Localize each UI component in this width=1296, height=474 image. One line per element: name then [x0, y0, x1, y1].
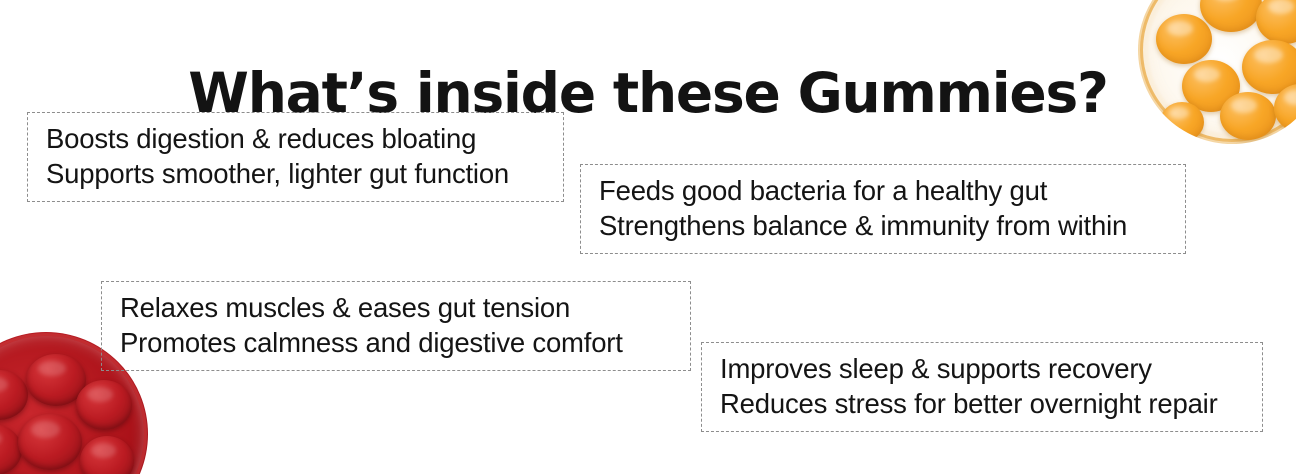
benefit-box-digestion: Boosts digestion & reduces bloating Supp… [27, 112, 564, 202]
gummy-piece [1242, 40, 1296, 94]
gummy-piece [1160, 102, 1204, 142]
benefit-line-secondary: Supports smoother, lighter gut function [46, 158, 510, 189]
gummy-piece [1156, 14, 1212, 64]
gummy-piece [1220, 92, 1276, 140]
benefit-line-secondary: Reduces stress for better overnight repa… [720, 388, 1218, 419]
gummy-piece [1274, 84, 1296, 132]
benefit-box-gut-bacteria: Feeds good bacteria for a healthy gut St… [580, 164, 1186, 254]
benefit-line-primary: Improves sleep & supports recovery [720, 353, 1152, 384]
benefit-line-primary: Feeds good bacteria for a healthy gut [599, 175, 1048, 206]
page-title: What’s inside these Gummies? [188, 60, 1109, 125]
benefit-box-relaxation: Relaxes muscles & eases gut tension Prom… [101, 281, 691, 371]
gummy-piece [18, 414, 82, 470]
gummy-piece [80, 436, 134, 474]
benefit-line-primary: Relaxes muscles & eases gut tension [120, 292, 571, 323]
gummy-piece [76, 380, 132, 430]
bowl-rim [1140, 0, 1296, 142]
gummy-piece [26, 354, 86, 406]
gummy-piece [0, 424, 22, 474]
benefit-line-secondary: Strengthens balance & immunity from with… [599, 210, 1128, 241]
benefit-box-sleep: Improves sleep & supports recovery Reduc… [701, 342, 1263, 432]
benefit-line-secondary: Promotes calmness and digestive comfort [120, 327, 623, 358]
benefit-line-primary: Boosts digestion & reduces bloating [46, 123, 477, 154]
orange-gummies-bowl-image [1138, 0, 1296, 144]
